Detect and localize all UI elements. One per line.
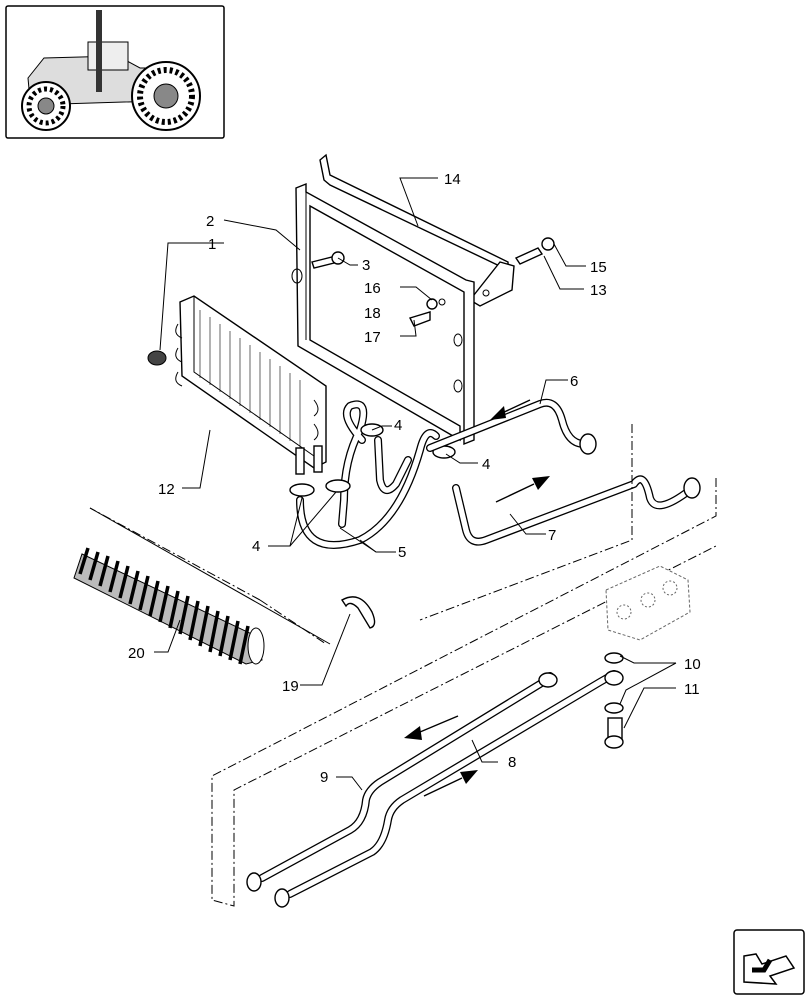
callout-15: 15: [590, 259, 607, 276]
spring-hose-20: [73, 547, 265, 665]
callout-6: 6: [570, 373, 578, 390]
next-page-arrow-icon[interactable]: [733, 929, 805, 995]
callout-17: 17: [364, 329, 381, 346]
bolts-hardware: [311, 237, 555, 327]
callout-12: 12: [158, 481, 175, 498]
callout-5: 5: [398, 544, 406, 561]
callout-10: 10: [684, 656, 701, 673]
callout-18: 18: [364, 305, 381, 322]
callout-labels: 1 2 3 4 4 4 5 6 7 8 9 10 11 12 13 14 15 …: [128, 171, 701, 786]
hose-clip-19: [340, 596, 376, 629]
valve-block: [605, 565, 691, 641]
callout-1: 1: [208, 236, 216, 253]
tractor-thumbnail-icon: [5, 5, 225, 139]
hoses-5: [296, 400, 440, 549]
pipes-8-9: [246, 670, 624, 908]
callout-14: 14: [444, 171, 461, 188]
callout-4a: 4: [394, 417, 402, 434]
mounting-bar-14: [319, 153, 515, 307]
callout-13: 13: [590, 282, 607, 299]
callout-2: 2: [206, 213, 214, 230]
callout-11: 11: [684, 681, 700, 698]
callout-7: 7: [548, 527, 556, 544]
leader-lines: [89, 177, 677, 791]
callout-19: 19: [282, 678, 299, 695]
callout-8: 8: [508, 754, 516, 771]
callout-4b: 4: [482, 456, 490, 473]
flow-direction-arrows: [404, 399, 550, 797]
callout-3: 3: [362, 257, 370, 274]
washers-and-banjo-bolt: [604, 652, 624, 749]
pipes-6-7: [426, 398, 701, 546]
callout-16: 16: [364, 280, 381, 297]
callout-4c: 4: [252, 538, 260, 555]
grommet-1: [147, 350, 167, 366]
callout-9: 9: [320, 769, 328, 786]
callout-20: 20: [128, 645, 145, 662]
boundary-lines: [89, 424, 717, 907]
oil-cooler-12: [175, 295, 327, 475]
